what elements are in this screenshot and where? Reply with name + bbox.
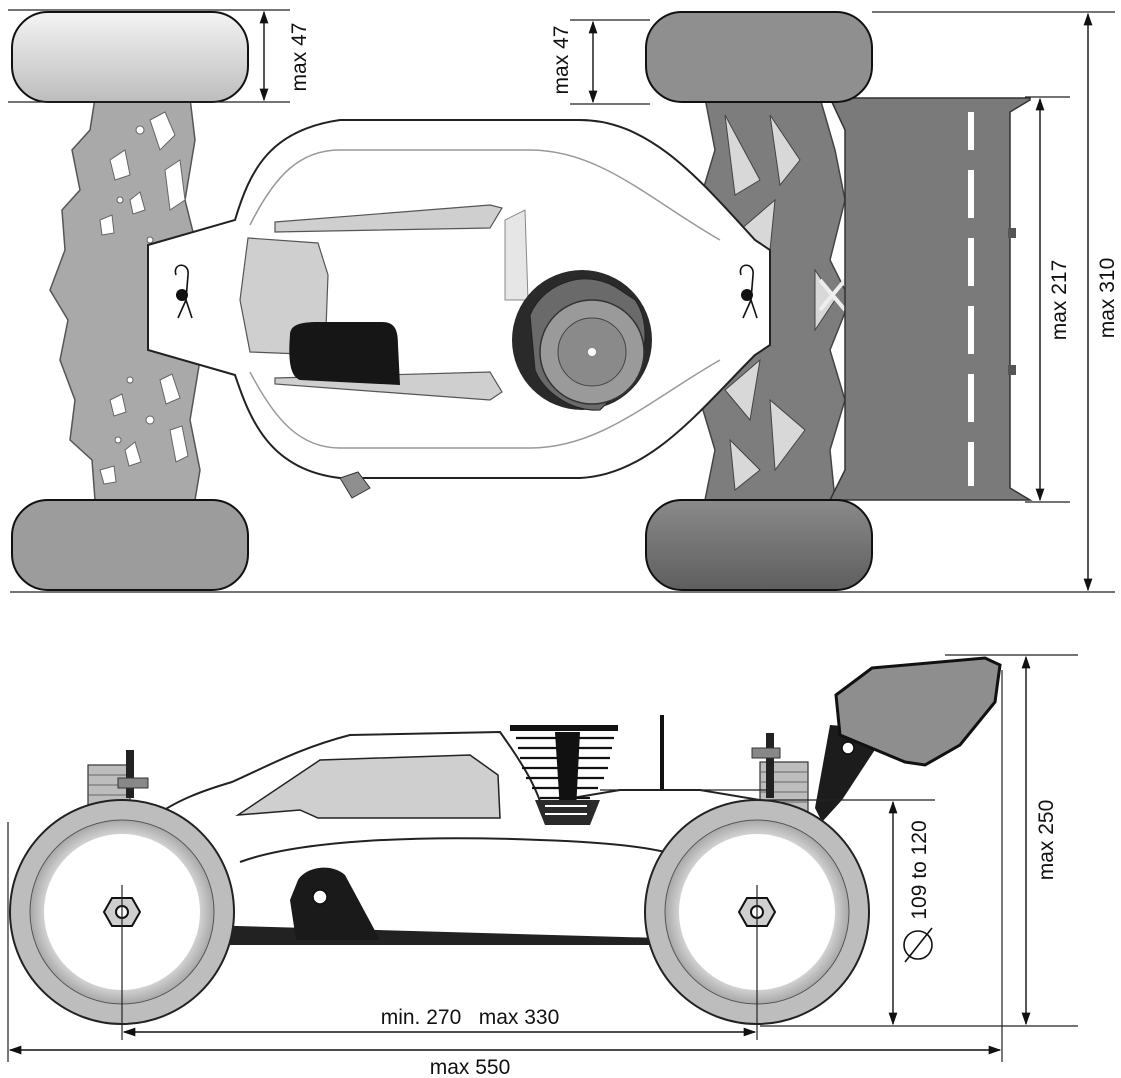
body-center-ridge bbox=[504, 209, 529, 301]
rear-wing bbox=[828, 97, 1033, 501]
dim-wheelbase: min. 270 max 330 bbox=[121, 885, 758, 1040]
front-right-tire bbox=[11, 499, 249, 591]
dim-overall-width: max 310 bbox=[10, 11, 1119, 593]
dim-front-tire-width: max 47 bbox=[8, 9, 311, 103]
rear-left-tire bbox=[645, 11, 873, 103]
wing-slots bbox=[968, 112, 974, 486]
body-clip-rear-icon bbox=[739, 264, 758, 319]
wing-side bbox=[834, 656, 1002, 767]
body-sweep-line bbox=[239, 837, 666, 863]
body-inner-line-lower bbox=[249, 359, 721, 449]
front-left-tire bbox=[11, 11, 249, 103]
wing-width-label: max 217 bbox=[1048, 260, 1071, 341]
rear-chassis-holes bbox=[724, 114, 836, 491]
rear-right-tire bbox=[645, 499, 873, 591]
side-window bbox=[235, 754, 501, 819]
wing-mount bbox=[815, 725, 880, 822]
wing-tabs bbox=[1008, 228, 1016, 375]
dim-wheel-diameter: 109 to 120 bbox=[760, 799, 935, 1027]
side-window-top bbox=[274, 204, 503, 233]
rear-tire-width-label: max 47 bbox=[550, 26, 573, 95]
body-clip-front-icon bbox=[174, 264, 193, 319]
front-tire-width-label: max 47 bbox=[288, 23, 311, 92]
diameter-symbol-icon bbox=[903, 927, 933, 963]
dim-rear-tire-width: max 47 bbox=[550, 19, 650, 105]
exhaust-pipe bbox=[339, 471, 371, 499]
dim-overall-length: max 550 bbox=[7, 670, 1003, 1078]
wheel-diameter-label: 109 to 120 bbox=[908, 820, 931, 919]
front-arm bbox=[290, 867, 380, 940]
body-inner-line bbox=[249, 149, 721, 241]
front-chassis-holes bbox=[99, 111, 189, 485]
dim-overall-height: max 250 bbox=[935, 654, 1078, 1027]
overall-length-label: max 550 bbox=[430, 1056, 511, 1078]
side-view: 109 to 120 max 250 min. 270 max 330 max … bbox=[7, 654, 1078, 1078]
glow-plug bbox=[588, 348, 596, 356]
engine-side bbox=[510, 725, 618, 825]
front-chassis bbox=[49, 97, 201, 501]
overall-width-label: max 310 bbox=[1096, 258, 1119, 339]
overall-height-label: max 250 bbox=[1035, 800, 1058, 881]
wheelbase-label: min. 270 max 330 bbox=[381, 1006, 560, 1029]
arm-pivot bbox=[312, 889, 328, 905]
top-view: max 47 max 47 max 217 max 310 bbox=[8, 9, 1119, 593]
dim-wing-width: max 217 bbox=[1025, 96, 1071, 503]
wing-mount-hole bbox=[841, 741, 855, 755]
rear-x-brace bbox=[818, 278, 847, 312]
driver-helmet bbox=[289, 322, 400, 385]
